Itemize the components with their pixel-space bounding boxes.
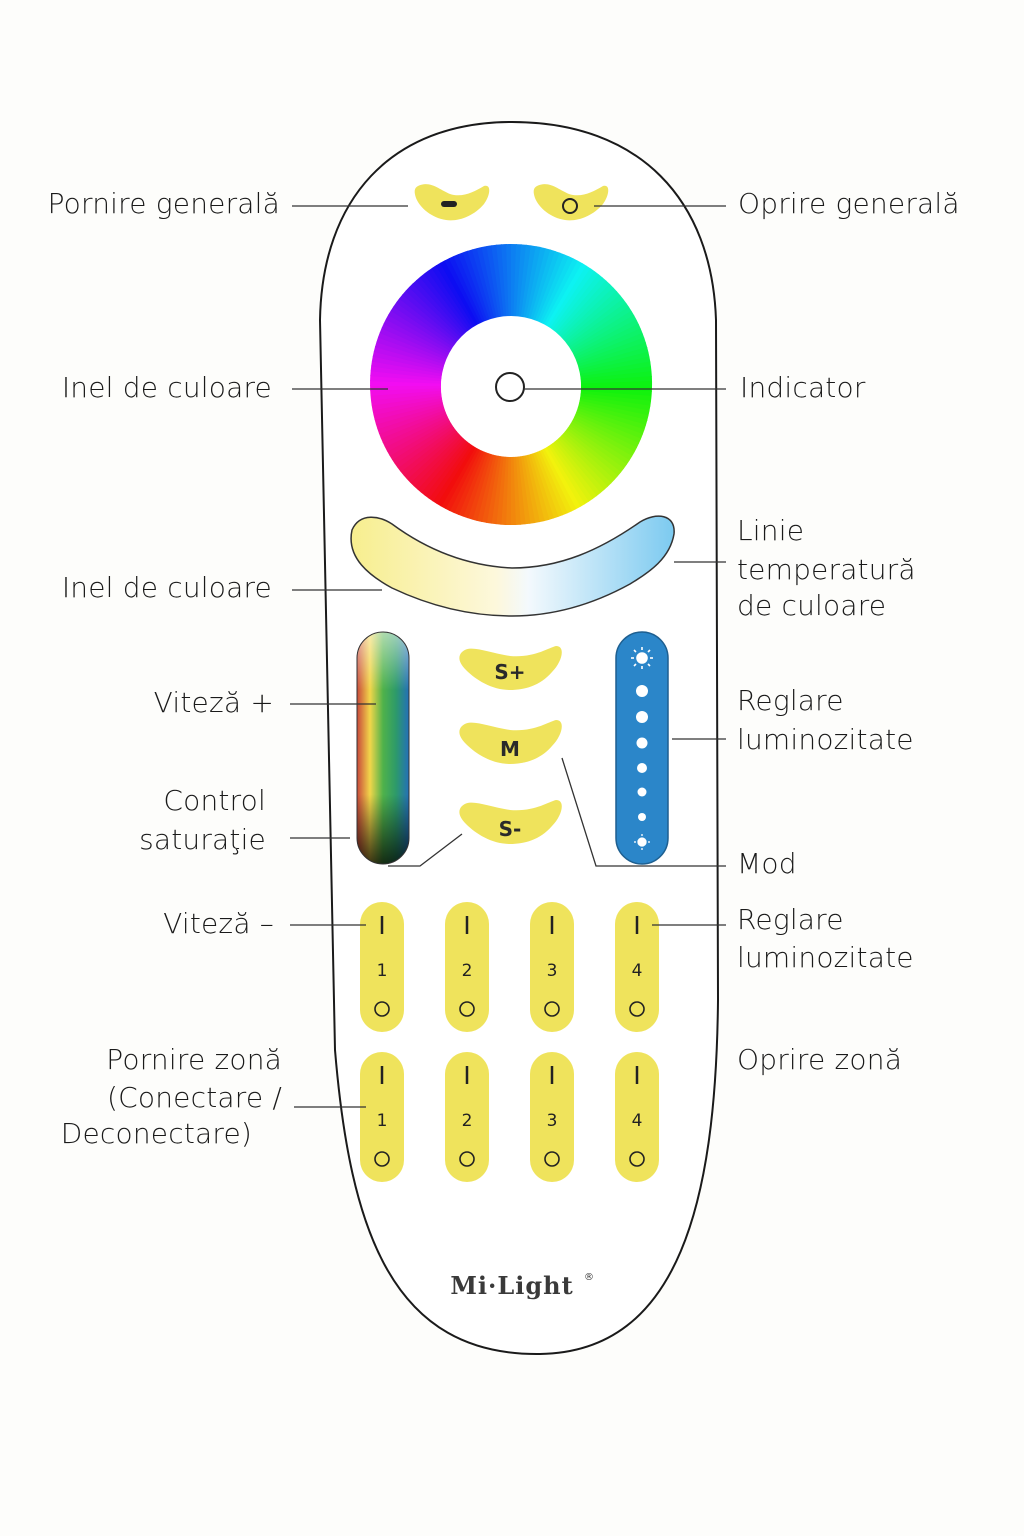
label-brightness-2: luminozitate bbox=[737, 723, 914, 756]
zone-row1-button-3[interactable]: 3 bbox=[530, 902, 574, 1032]
off-icon bbox=[544, 1001, 560, 1017]
master-on-button[interactable] bbox=[414, 184, 490, 221]
label-speed-plus: Viteză + bbox=[153, 686, 274, 719]
speed-minus-button[interactable]: S- bbox=[459, 800, 562, 844]
label-brightness-1: Reglare bbox=[737, 684, 844, 717]
zone-row1-button-1[interactable]: 1 bbox=[360, 902, 404, 1032]
label-master-off: Oprire generală bbox=[738, 187, 960, 220]
zone-row2-button-1[interactable]: 1 bbox=[360, 1052, 404, 1182]
speed-minus-label: S- bbox=[499, 817, 522, 841]
label-zone-on-3: Deconectare) bbox=[60, 1117, 252, 1150]
off-icon bbox=[629, 1151, 645, 1167]
brightness-bar[interactable] bbox=[615, 631, 669, 865]
leader-lines bbox=[290, 205, 726, 1108]
label-brightness-b2: luminozitate bbox=[737, 941, 914, 974]
label-master-on: Pornire generală bbox=[47, 187, 280, 220]
zone-row2-button-3[interactable]: 3 bbox=[530, 1052, 574, 1182]
label-color-ring: Inel de culoare bbox=[61, 371, 272, 404]
master-off-button[interactable] bbox=[533, 184, 609, 221]
zone-row1-button-2[interactable]: 2 bbox=[445, 902, 489, 1032]
sun-dim-icon bbox=[634, 834, 650, 850]
label-speed-minus: Viteză – bbox=[163, 907, 274, 940]
label-zone-on-1: Pornire zonă bbox=[106, 1043, 282, 1076]
sun-bright-icon bbox=[631, 647, 653, 669]
circle-off-icon bbox=[562, 198, 578, 214]
zone-number: 1 bbox=[377, 961, 388, 981]
brand-logo: Mi·Light bbox=[450, 1271, 573, 1300]
off-icon bbox=[629, 1001, 645, 1017]
off-icon bbox=[374, 1001, 390, 1017]
zone-row1-button-4[interactable]: 4 bbox=[615, 902, 659, 1032]
mode-label: M bbox=[500, 737, 520, 761]
label-mode: Mod bbox=[737, 847, 797, 880]
mode-button[interactable]: M bbox=[459, 720, 562, 764]
zone-row2-button-4[interactable]: 4 bbox=[615, 1052, 659, 1182]
zone-number: 3 bbox=[547, 961, 558, 981]
label-zone-on-2: (Conectare / bbox=[107, 1081, 282, 1114]
minus-icon bbox=[441, 201, 457, 207]
temperature-line[interactable] bbox=[350, 515, 675, 617]
off-icon bbox=[374, 1151, 390, 1167]
zone-number: 2 bbox=[462, 961, 473, 981]
label-temp-2: temperatură bbox=[737, 553, 916, 586]
label-saturation-2: saturaţie bbox=[139, 823, 266, 856]
zone-number: 3 bbox=[547, 1111, 558, 1131]
zone-number: 1 bbox=[377, 1111, 388, 1131]
label-zone-off: Oprire zonă bbox=[737, 1043, 903, 1076]
saturation-bar[interactable] bbox=[356, 631, 410, 865]
off-icon bbox=[459, 1151, 475, 1167]
registered-mark: ® bbox=[584, 1272, 594, 1283]
label-saturation-1: Control bbox=[163, 784, 266, 817]
zone-number: 2 bbox=[462, 1111, 473, 1131]
label-temp-1: Linie bbox=[737, 514, 805, 547]
zone-number: 4 bbox=[632, 961, 643, 981]
indicator-icon bbox=[495, 372, 525, 402]
zone-row2-button-2[interactable]: 2 bbox=[445, 1052, 489, 1182]
label-indicator: Indicator bbox=[740, 371, 866, 404]
label-brightness-b1: Reglare bbox=[737, 903, 844, 936]
speed-plus-label: S+ bbox=[494, 660, 525, 684]
off-icon bbox=[544, 1151, 560, 1167]
zone-number: 4 bbox=[632, 1111, 643, 1131]
speed-plus-button[interactable]: S+ bbox=[459, 646, 562, 690]
label-temp-3: de culoare bbox=[737, 589, 887, 622]
label-color-ring-2: Inel de culoare bbox=[61, 571, 272, 604]
off-icon bbox=[459, 1001, 475, 1017]
